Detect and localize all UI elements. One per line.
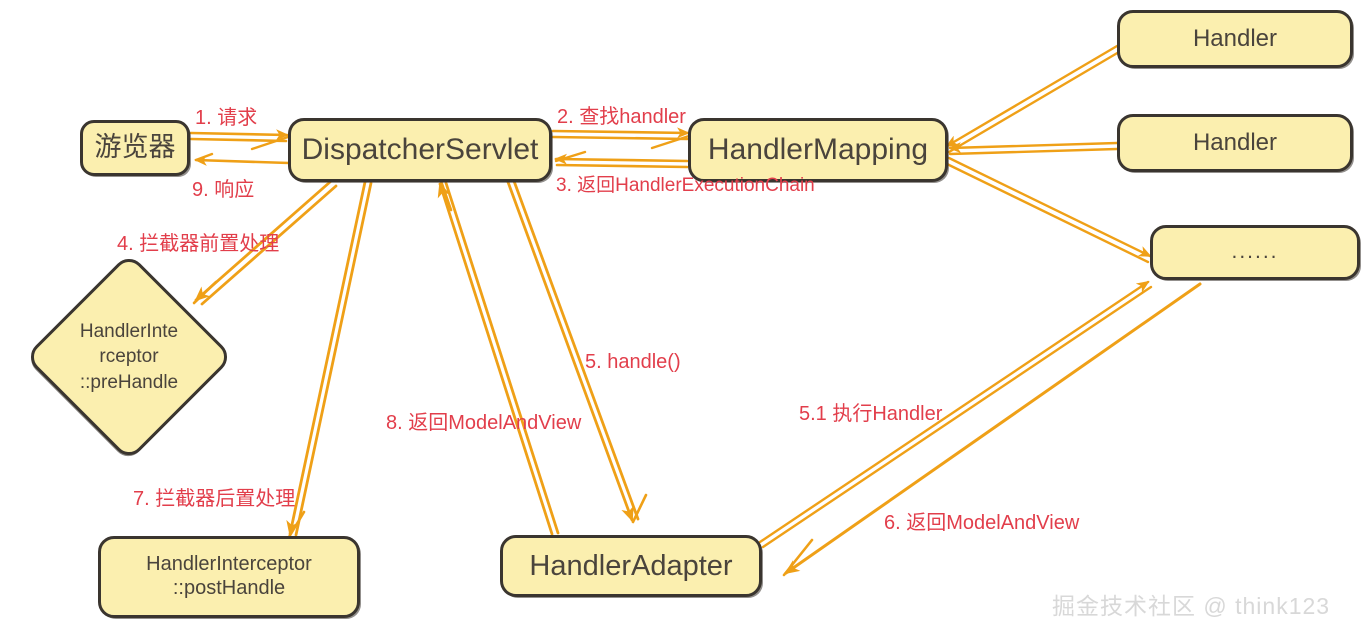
node-handler-more-label: ...... — [1231, 240, 1279, 264]
node-handler-mapping[interactable]: HandlerMapping — [688, 118, 948, 182]
node-browser-label: 游览器 — [94, 132, 176, 163]
edge-label-2: 2. 查找handler — [557, 106, 686, 128]
node-dispatcher-servlet-label: DispatcherServlet — [301, 133, 539, 167]
edge-label-7: 7. 拦截器后置处理 — [133, 488, 296, 510]
node-handler-interceptor-prehandle-label: HandlerInte rceptor ::preHandle — [79, 320, 179, 393]
edge-handler2-to-mapping — [948, 141, 1119, 156]
node-dispatcher-servlet[interactable]: DispatcherServlet — [288, 118, 552, 182]
edge-label-5: 5. handle() — [585, 351, 681, 373]
edge-label-8: 8. 返回ModelAndView — [386, 412, 582, 434]
node-handler-interceptor-prehandle[interactable]: HandlerInte rceptor ::preHandle — [24, 252, 234, 462]
node-handler-more[interactable]: ...... — [1150, 225, 1360, 280]
node-handler-adapter-label: HandlerAdapter — [529, 549, 733, 582]
node-handler-interceptor-posthandle[interactable]: HandlerInterceptor ::postHandle — [98, 536, 360, 618]
edge-8-return-modelandview — [437, 179, 560, 536]
edge-9-response — [194, 152, 291, 166]
edge-2-find-handler — [551, 127, 691, 150]
edge-label-6: 6. 返回ModelAndView — [884, 512, 1080, 534]
node-handler-1[interactable]: Handler — [1117, 10, 1353, 68]
edge-label-9: 9. 响应 — [192, 179, 255, 201]
edge-label-4: 4. 拦截器前置处理 — [117, 233, 280, 255]
edge-handler1-to-mapping — [945, 44, 1121, 154]
edge-7-interceptor-post — [286, 180, 373, 539]
node-handler-2[interactable]: Handler — [1117, 114, 1353, 172]
node-handler-interceptor-posthandle-label: HandlerInterceptor ::postHandle — [146, 553, 312, 599]
node-handler-adapter[interactable]: HandlerAdapter — [500, 535, 762, 597]
edge-label-51: 5.1 执行Handler — [799, 403, 943, 425]
node-handler-1-label: Handler — [1192, 24, 1278, 52]
edge-label-3: 3. 返回HandlerExecutionChain — [556, 175, 815, 196]
node-browser[interactable]: 游览器 — [80, 120, 190, 176]
node-handler-mapping-label: HandlerMapping — [707, 133, 929, 167]
edge-3-return-chain — [554, 150, 689, 169]
edge-label-1: 1. 请求 — [195, 107, 258, 129]
edge-mapping-to-dots — [945, 156, 1152, 264]
watermark: 掘金技术社区 @ think123 — [1052, 593, 1331, 619]
edge-1-request — [189, 129, 290, 151]
node-handler-2-label: Handler — [1192, 128, 1278, 156]
